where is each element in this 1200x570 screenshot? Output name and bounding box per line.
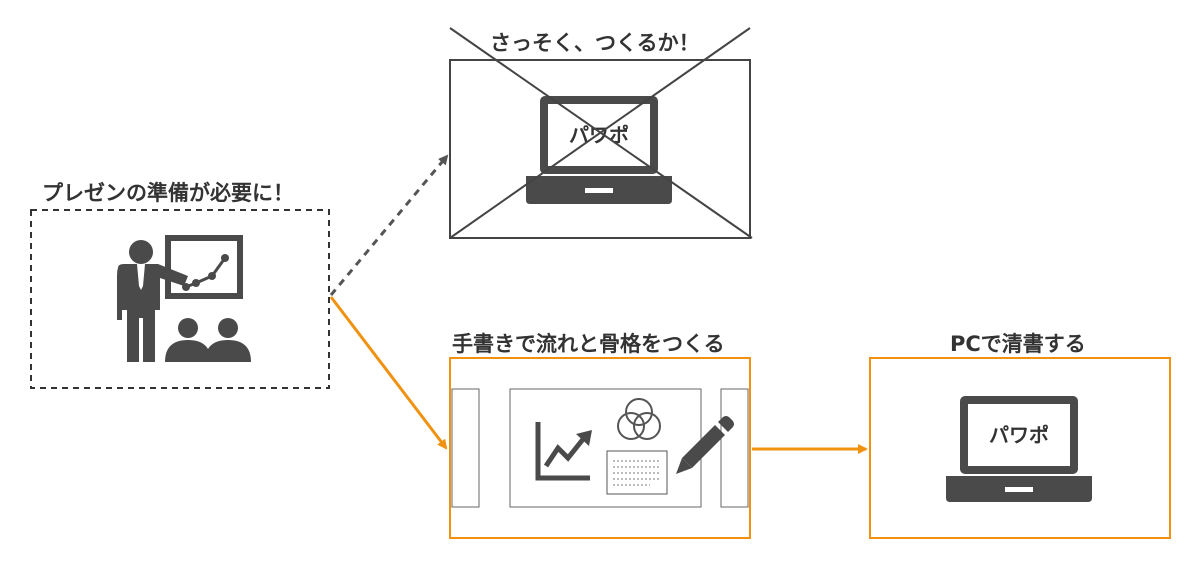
presenter-icon — [117, 240, 188, 362]
memo-icon — [606, 450, 668, 495]
arrow-to-rejected — [329, 154, 449, 296]
start-box — [30, 209, 330, 389]
final-box: パワポ — [869, 357, 1171, 539]
start-title: プレゼンの準備が必要に！ — [42, 181, 294, 205]
pencil-icon — [676, 416, 734, 474]
venn-icon — [617, 398, 661, 440]
laptop-icon — [946, 396, 1092, 502]
whiteboard-chart-icon — [165, 235, 243, 299]
cross-line-2 — [449, 27, 751, 239]
arrow-to-handwrite — [329, 296, 448, 450]
rejected-screen-text: パワポ — [569, 123, 629, 147]
rejected-box: パワポ — [449, 27, 753, 239]
handwrite-box — [449, 357, 751, 539]
final-screen-text: パワポ — [989, 423, 1049, 447]
rejected-title: さっそく、つくるか！ — [490, 31, 700, 55]
final-title: PCで清書する — [950, 332, 1086, 356]
audience-icon — [165, 318, 251, 362]
laptop-icon — [526, 96, 672, 204]
handwrite-title: 手書きで流れと骨格をつくる — [452, 332, 725, 356]
line-chart-icon — [535, 422, 592, 481]
